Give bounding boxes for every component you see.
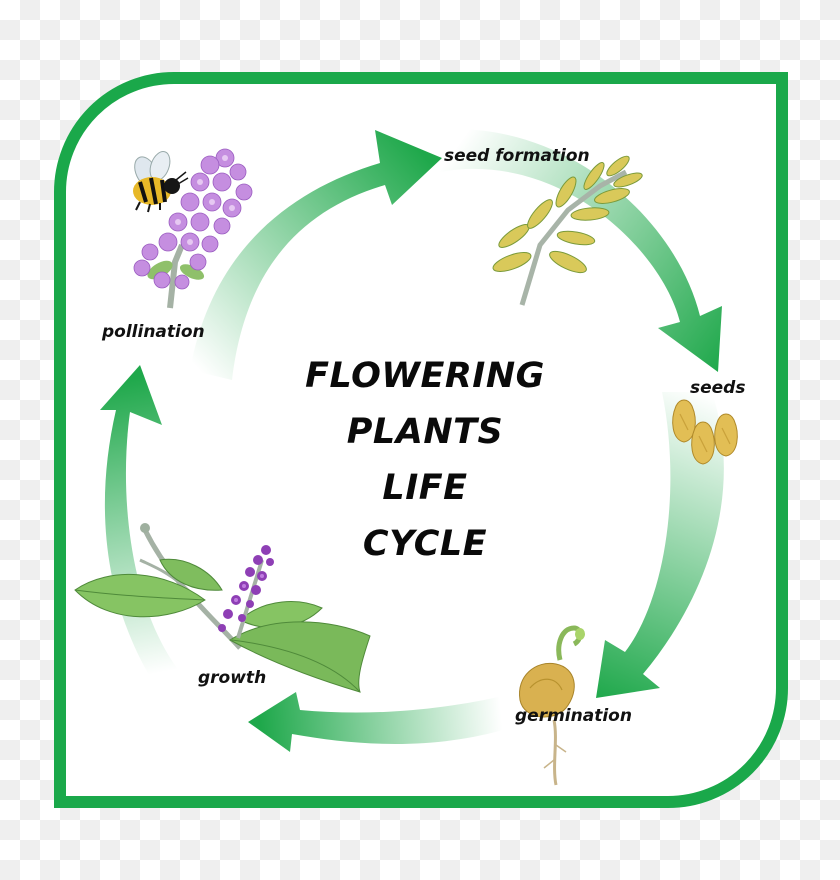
stage-label-germination: germination [515,706,632,726]
title-line-4: CYCLE [362,524,488,564]
diagram-title: FLOWERING PLANTS LIFE CYCLE [250,348,600,572]
germinating-seed-icon [519,625,585,786]
arrow-pollination-to-seed-formation [190,130,442,380]
title-line-3: LIFE [382,468,468,508]
arrow-seed-formation-to-seeds [440,129,722,372]
stage-label-pollination: pollination [102,322,205,342]
arrow-seeds-to-germination [596,392,724,698]
seeds-icon [672,399,738,465]
young-plant-icon [74,523,371,693]
title-line-1: FLOWERING [305,356,545,396]
stage-label-growth: growth [198,668,267,688]
bee-icon [133,151,189,213]
stage-label-seed-formation: seed formation [444,146,590,166]
arrow-germination-to-growth [248,692,528,752]
title-line-2: PLANTS [346,412,504,452]
stage-label-seeds: seeds [690,378,746,398]
lilac-flower-icon [133,148,253,309]
diagram-frame [54,72,788,808]
arrow-growth-to-pollination [100,365,180,680]
seed-pod-branch-icon [492,155,643,306]
